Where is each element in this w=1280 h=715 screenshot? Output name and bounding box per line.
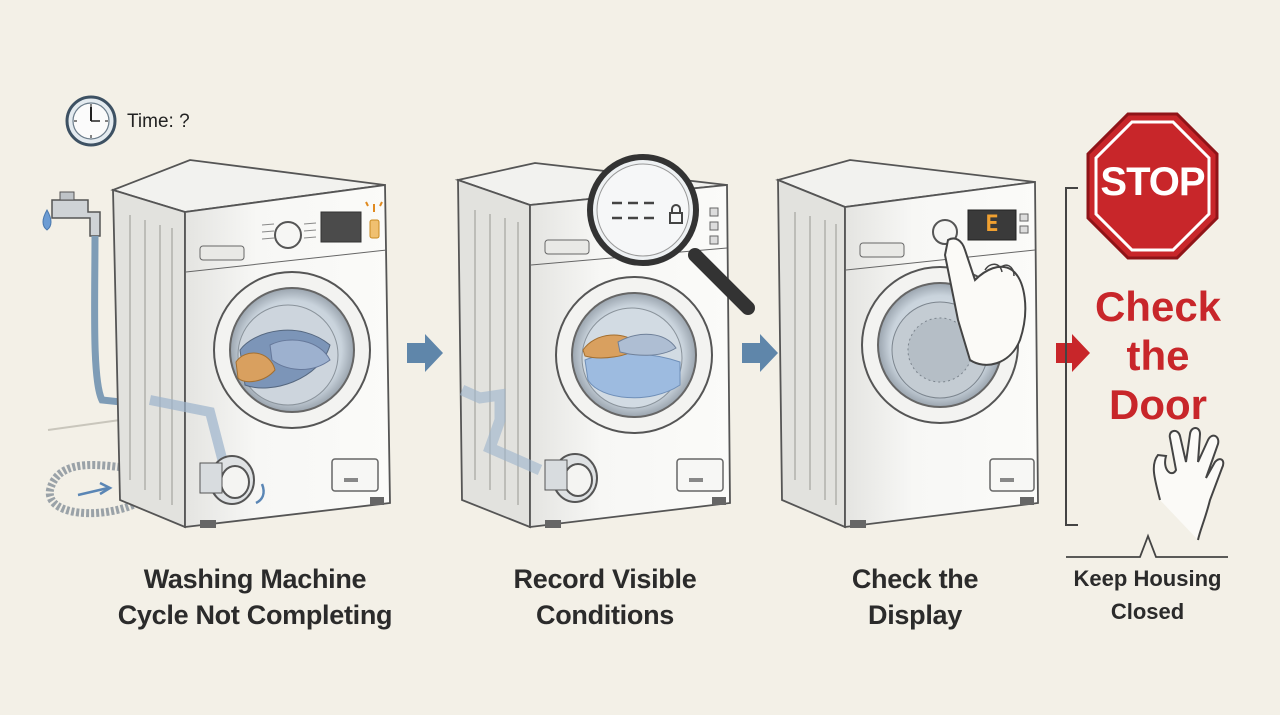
- arrow-right-icon: [742, 334, 778, 372]
- check-door-line2: the: [1126, 332, 1190, 379]
- step-3-caption-line1: Check the: [851, 564, 979, 594]
- bracket: [1065, 187, 1078, 526]
- check-door-line3: Door: [1109, 381, 1207, 428]
- magnifier-icon: [587, 154, 755, 315]
- keep-housing-note: Keep Housing Closed: [1060, 562, 1235, 628]
- arrow-right-icon: [407, 334, 443, 372]
- step-2-caption-line2: Conditions: [536, 600, 674, 630]
- step-3-caption-line2: Display: [868, 600, 962, 630]
- pointing-hand-icon: [943, 237, 1027, 366]
- keep-housing-line2: Closed: [1110, 599, 1185, 624]
- water-tap-icon: [42, 191, 101, 237]
- step-2-caption-line1: Record Visible: [513, 564, 697, 594]
- display-error-code: E: [985, 212, 999, 237]
- step-1-caption-line2: Cycle Not Completing: [117, 600, 393, 630]
- keep-housing-line1: Keep Housing: [1073, 566, 1222, 591]
- step-1-caption-line1: Washing Machine: [143, 564, 367, 594]
- stop-sign-label: STOP: [1100, 160, 1205, 204]
- stop-hand-icon: [1152, 427, 1225, 541]
- stop-sign-icon: [1086, 112, 1219, 260]
- washing-machine-3: [775, 159, 1039, 529]
- clock-icon: [65, 95, 117, 147]
- step-3-caption: Check the Display: [810, 561, 1020, 633]
- step-2-caption: Record Visible Conditions: [480, 561, 730, 633]
- check-door-heading: Check the Door: [1088, 282, 1228, 429]
- arrow-right-red-icon: [1056, 334, 1090, 372]
- washing-machine-2: [454, 154, 755, 529]
- washing-machine-1: [42, 159, 391, 529]
- time-label: Time: ?: [127, 111, 190, 132]
- check-door-line1: Check: [1094, 283, 1222, 330]
- step-1-caption: Washing Machine Cycle Not Completing: [90, 561, 420, 633]
- callout-line: [1066, 533, 1228, 558]
